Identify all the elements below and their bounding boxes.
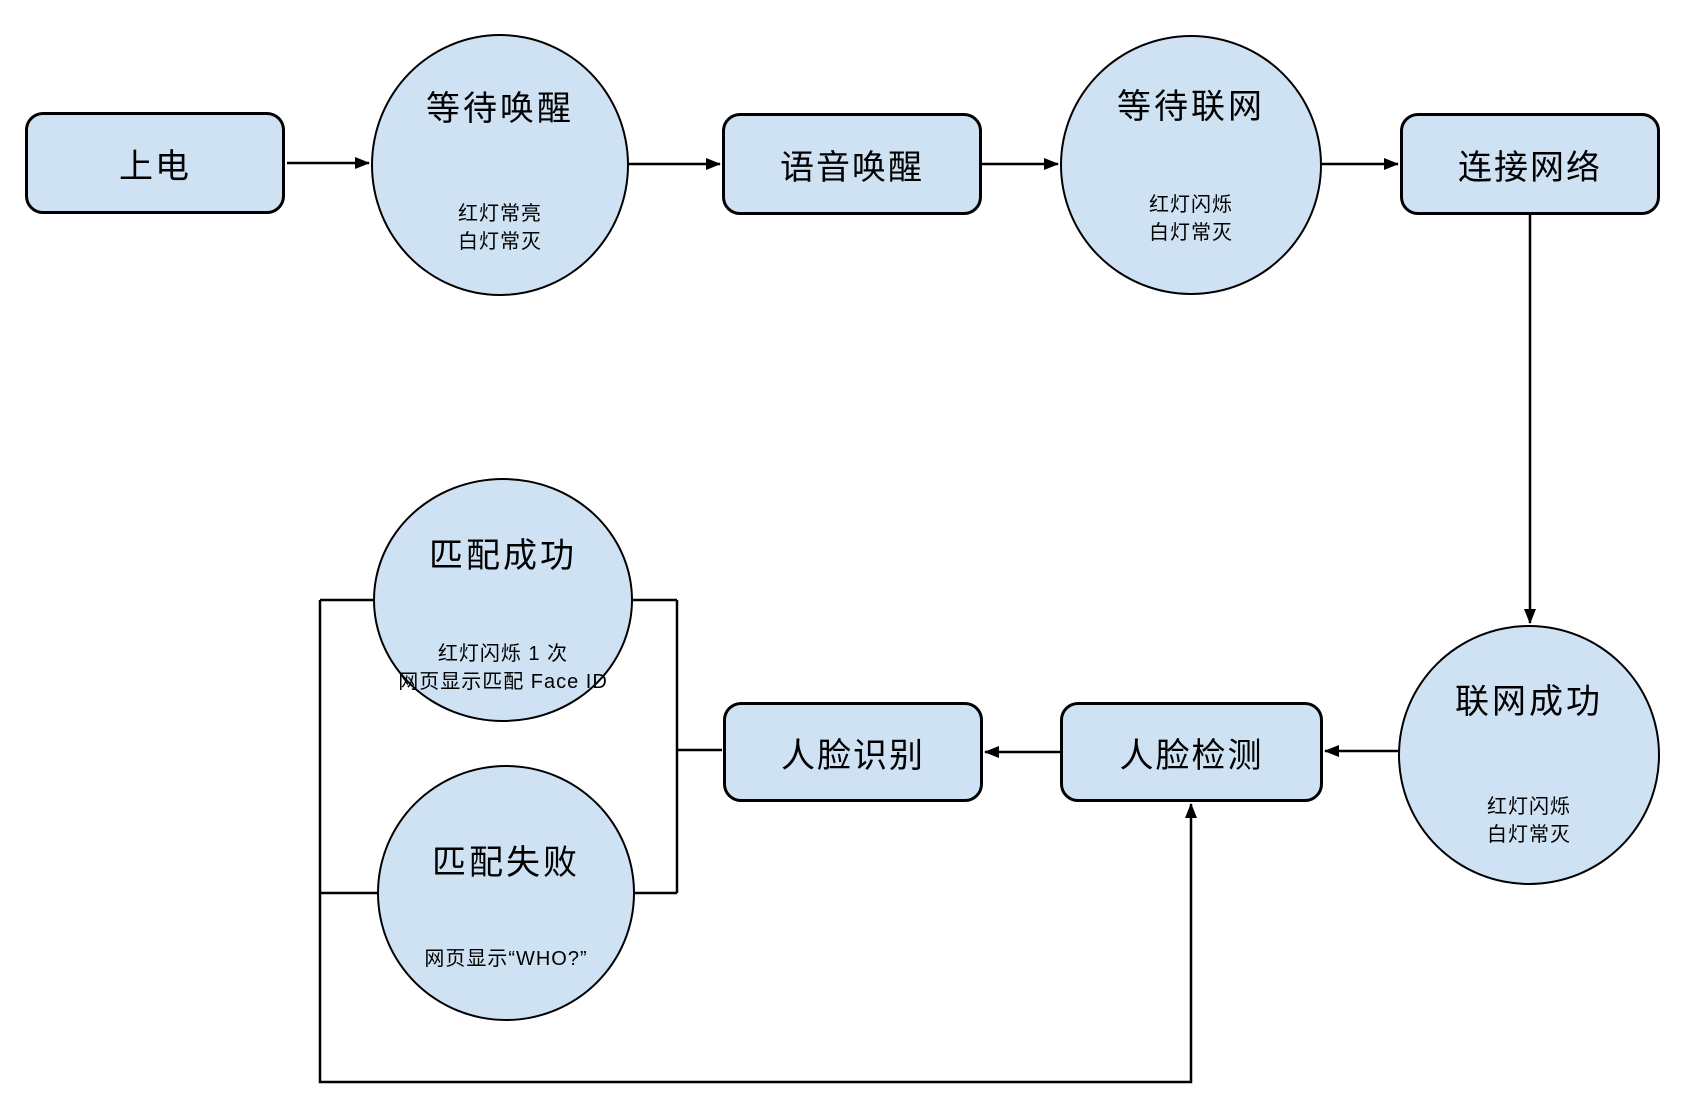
node-match-success: 匹配成功 红灯闪烁 1 次 网页显示匹配 Face ID <box>373 478 633 722</box>
node-network-success-note: 红灯闪烁 白灯常灭 <box>1487 796 1571 846</box>
node-match-fail: 匹配失败 网页显示“WHO?” <box>377 765 635 1021</box>
node-power-on-label: 上电 <box>119 147 191 186</box>
node-network-success-label: 联网成功 <box>1455 683 1603 721</box>
node-network-success: 联网成功 红灯闪烁 白灯常灭 <box>1398 625 1660 885</box>
node-match-success-label: 匹配成功 <box>429 537 577 575</box>
node-face-recognize: 人脸识别 <box>723 702 983 802</box>
node-match-fail-note: 网页显示“WHO?” <box>424 948 588 970</box>
node-power-on: 上电 <box>25 112 285 214</box>
node-voice-wake: 语音唤醒 <box>722 113 982 215</box>
node-face-recognize-label: 人脸识别 <box>781 736 925 775</box>
node-wait-wake-label: 等待唤醒 <box>426 90 574 128</box>
node-match-success-note: 红灯闪烁 1 次 网页显示匹配 Face ID <box>398 643 608 693</box>
node-voice-wake-label: 语音唤醒 <box>780 148 924 187</box>
node-face-detect: 人脸检测 <box>1060 702 1323 802</box>
node-connect-network-label: 连接网络 <box>1458 148 1602 187</box>
node-wait-wake: 等待唤醒 红灯常亮 白灯常灭 <box>371 34 629 296</box>
node-wait-network: 等待联网 红灯闪烁 白灯常灭 <box>1060 35 1322 295</box>
node-match-fail-label: 匹配失败 <box>432 844 580 882</box>
node-face-detect-label: 人脸检测 <box>1119 736 1264 775</box>
node-wait-network-label: 等待联网 <box>1117 88 1265 126</box>
edge-loop-back-to-face-detect <box>318 600 1197 1084</box>
node-wait-network-note: 红灯闪烁 白灯常灭 <box>1149 194 1233 244</box>
node-wait-wake-note: 红灯常亮 白灯常灭 <box>458 203 542 253</box>
node-connect-network: 连接网络 <box>1400 113 1660 215</box>
